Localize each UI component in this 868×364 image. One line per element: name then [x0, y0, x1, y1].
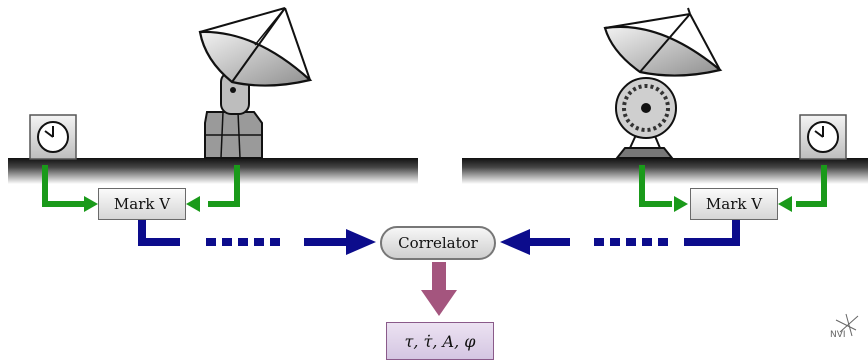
arrowhead — [674, 196, 688, 212]
arrowhead — [500, 229, 530, 255]
output-parameters-box: τ, τ̇, A, φ — [386, 322, 494, 360]
arrowhead — [346, 229, 376, 255]
left-ground — [8, 158, 418, 184]
nvi-logo-text: NVI — [830, 330, 846, 340]
radio-telescope-icon — [603, 7, 723, 159]
right-data-flow — [528, 220, 740, 246]
correlator-label: Correlator — [398, 234, 478, 252]
arrowhead — [186, 196, 200, 212]
radio-telescope-icon — [198, 7, 313, 159]
output-parameters-label: τ, τ̇, A, φ — [404, 331, 476, 351]
left-reference-arrows — [42, 165, 240, 207]
left-mark-v-recorder: Mark V — [98, 188, 186, 220]
arrowhead — [778, 196, 792, 212]
clock-icon — [29, 114, 77, 160]
correlator-node: Correlator — [380, 226, 496, 260]
clock-icon — [799, 114, 847, 160]
arrowhead — [84, 196, 98, 212]
left-data-flow — [138, 220, 348, 246]
left-mark-v-label: Mark V — [113, 195, 171, 213]
arrowhead — [421, 290, 457, 316]
right-reference-arrows — [639, 165, 827, 207]
output-arrow-shaft — [432, 262, 446, 290]
nvi-logo-icon — [835, 313, 859, 337]
right-mark-v-recorder: Mark V — [690, 188, 778, 220]
right-mark-v-label: Mark V — [705, 195, 763, 213]
right-ground — [462, 158, 868, 184]
